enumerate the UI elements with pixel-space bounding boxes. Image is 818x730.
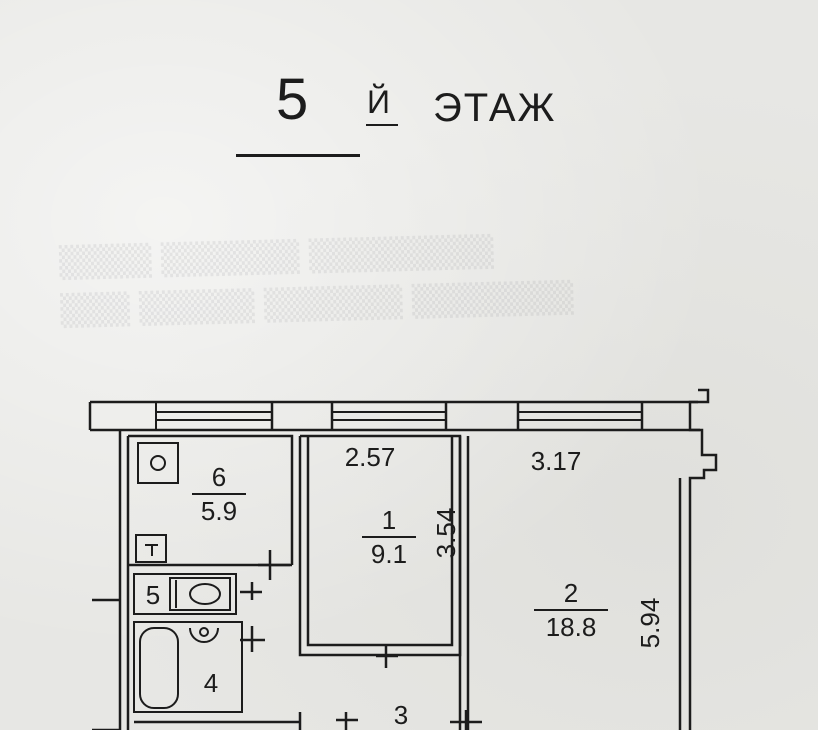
exterior-wall-right bbox=[678, 388, 718, 730]
room-6-number: 6 bbox=[211, 462, 227, 492]
floor-suffix-underline bbox=[366, 124, 398, 126]
stove-fixture bbox=[137, 442, 179, 484]
room-4-number: 4 bbox=[203, 668, 219, 698]
room-6-label: 6 5.9 bbox=[192, 462, 246, 526]
door-marks bbox=[92, 550, 482, 730]
wall-piers bbox=[270, 402, 644, 430]
room-2-width-dim: 3.17 bbox=[530, 446, 582, 476]
partition-1-2 bbox=[458, 436, 470, 730]
room-1-number: 1 bbox=[381, 505, 397, 535]
room-2-depth-dim: 5.94 bbox=[635, 597, 665, 649]
sink-fixture bbox=[135, 534, 167, 563]
floor-number-underline bbox=[236, 154, 360, 157]
floor-suffix: Й bbox=[367, 84, 390, 120]
floor-title: 5 Й ЭТАЖ bbox=[0, 62, 818, 162]
room-1-label: 1 9.1 bbox=[362, 505, 416, 569]
corridor-wall bbox=[134, 712, 302, 730]
window-room-1 bbox=[331, 401, 447, 431]
room-2-label: 2 18.8 bbox=[534, 578, 608, 642]
room-2-number: 2 bbox=[563, 578, 579, 608]
floor-word: ЭТАЖ bbox=[433, 86, 557, 130]
room-6-area: 5.9 bbox=[200, 496, 238, 526]
room-6-fraction-bar bbox=[192, 493, 246, 495]
room-3-number: 3 bbox=[393, 700, 409, 730]
room-1-depth-dim: 3.54 bbox=[431, 507, 461, 559]
toilet-room bbox=[133, 573, 237, 615]
exterior-wall-left bbox=[118, 430, 130, 730]
floor-number: 5 bbox=[276, 67, 309, 132]
room-2-fraction-bar bbox=[534, 609, 608, 611]
room-1-width-dim: 2.57 bbox=[344, 442, 396, 472]
bathroom bbox=[133, 621, 243, 713]
exterior-wall-top bbox=[88, 400, 700, 432]
window-room-2 bbox=[517, 401, 643, 431]
room-2-area: 18.8 bbox=[545, 612, 597, 642]
window-kitchen bbox=[155, 401, 273, 431]
room-5-number: 5 bbox=[145, 580, 161, 610]
room-1-area: 9.1 bbox=[370, 539, 408, 569]
room-1-fraction-bar bbox=[362, 536, 416, 538]
